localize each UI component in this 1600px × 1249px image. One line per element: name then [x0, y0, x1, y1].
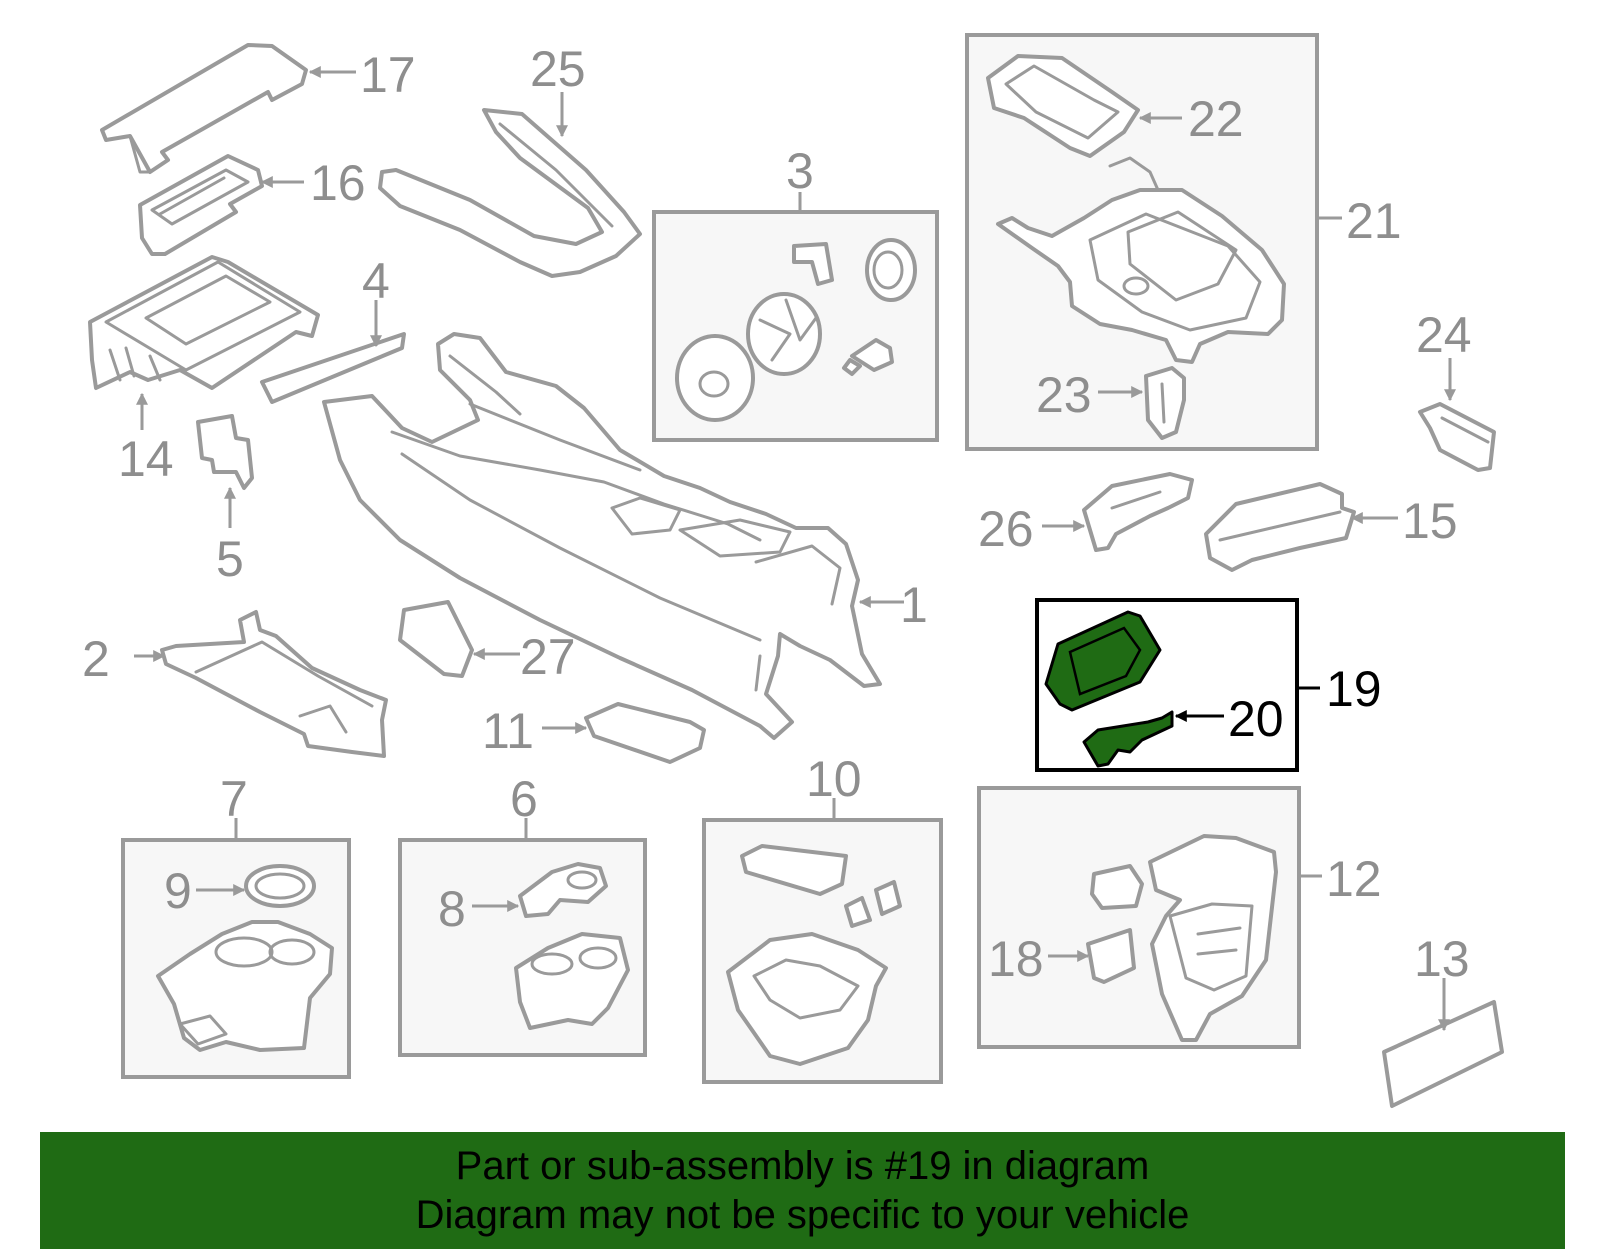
- part-9-ring: [244, 864, 316, 908]
- part-14-console-bin: [88, 255, 320, 390]
- part-2-console-bracket: [160, 610, 388, 758]
- callout-17: 17: [360, 47, 416, 103]
- callout-20[interactable]: 20: [1228, 691, 1284, 747]
- part-25-side-trim: [378, 108, 642, 278]
- callout-26: 26: [978, 501, 1034, 557]
- callout-8: 8: [438, 881, 466, 937]
- part-3-hardware: [675, 238, 917, 422]
- part-27-panel: [398, 600, 474, 678]
- part-5-bracket: [196, 414, 254, 490]
- callout-13: 13: [1414, 931, 1470, 987]
- part-16-storage-tray: [138, 154, 264, 256]
- part-7-cup-holder: [156, 920, 334, 1052]
- callout-15: 15: [1402, 493, 1458, 549]
- info-banner: Part or sub-assembly is #19 in diagram D…: [40, 1132, 1565, 1249]
- part-22-shift-bezel: [986, 54, 1140, 158]
- callout-27: 27: [520, 629, 576, 685]
- part-6-cup-holder: [514, 932, 630, 1030]
- callout-6: 6: [510, 771, 538, 827]
- callout-5: 5: [216, 531, 244, 587]
- callout-18: 18: [988, 931, 1044, 987]
- callout-1: 1: [900, 577, 928, 633]
- part-21-shifter-trim: [996, 156, 1286, 364]
- part-23-clip: [1144, 366, 1186, 440]
- part-4-trim-strip: [260, 332, 406, 404]
- part-26-trim-piece: [1082, 472, 1194, 552]
- callout-11: 11: [482, 703, 534, 759]
- banner-line-2: Diagram may not be specific to your vehi…: [415, 1193, 1190, 1237]
- callout-24: 24: [1416, 307, 1472, 363]
- part-11-trim: [584, 702, 706, 764]
- part-12-rear-panel: [1086, 834, 1278, 1042]
- part-24-small-cover: [1418, 402, 1496, 472]
- callout-14: 14: [118, 431, 174, 487]
- part-17-console-lid: [100, 43, 308, 174]
- part-10-bin-assembly: [726, 844, 902, 1066]
- callout-22: 22: [1188, 91, 1244, 147]
- part-13-panel: [1382, 1000, 1504, 1108]
- callout-23: 23: [1036, 367, 1092, 423]
- part-15-armrest-pad: [1204, 482, 1356, 572]
- callout-9: 9: [164, 863, 192, 919]
- callout-25: 25: [530, 41, 586, 97]
- callout-12: 12: [1326, 851, 1382, 907]
- part-8-insert: [518, 862, 608, 918]
- callout-19[interactable]: 19: [1326, 661, 1382, 717]
- callout-3: 3: [786, 143, 814, 199]
- callout-21: 21: [1346, 193, 1402, 249]
- callout-7: 7: [220, 771, 248, 827]
- banner-line-1: Part or sub-assembly is #19 in diagram: [455, 1144, 1150, 1188]
- part-19-highlighted-assembly[interactable]: [1044, 610, 1174, 768]
- callout-10: 10: [806, 751, 862, 807]
- part-1-center-console: [322, 332, 882, 740]
- callout-4: 4: [362, 253, 390, 309]
- callout-16: 16: [310, 155, 366, 211]
- callout-2: 2: [82, 631, 110, 687]
